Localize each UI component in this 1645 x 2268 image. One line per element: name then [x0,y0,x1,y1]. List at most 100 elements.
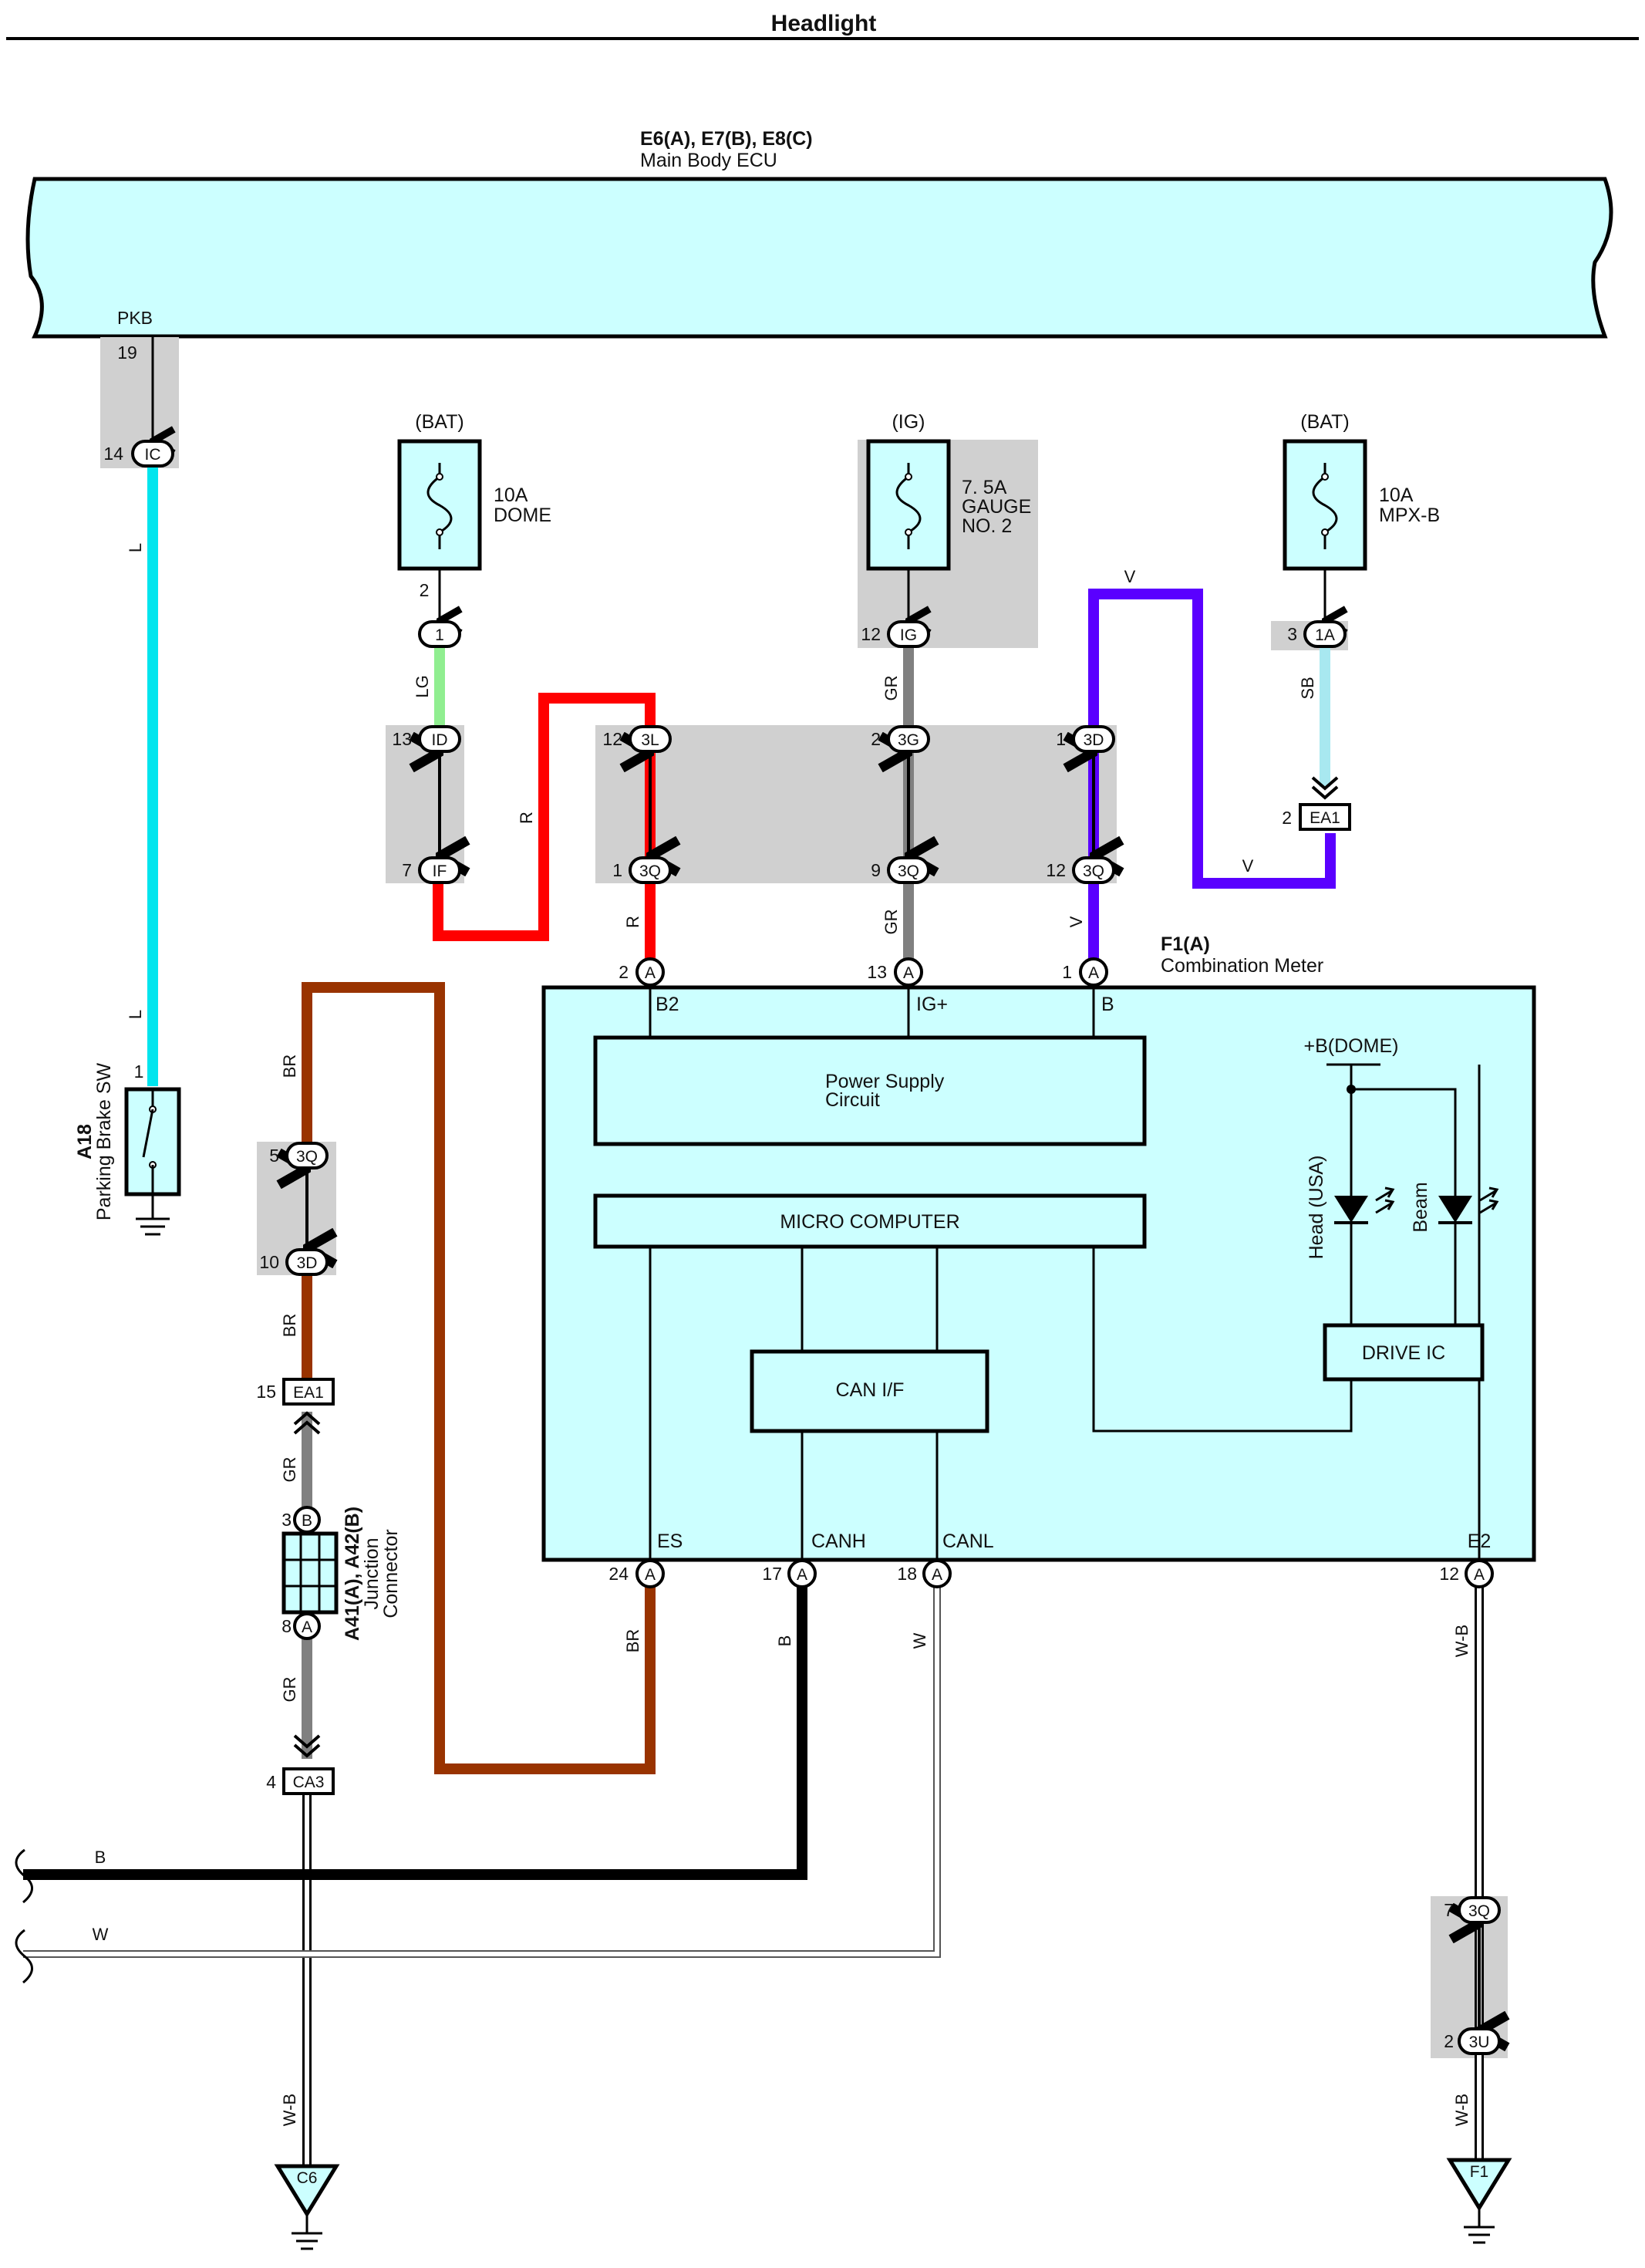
connector-label: IG [900,626,917,644]
connector-label: 3Q [1468,1902,1490,1920]
pin-number: 1 [1062,962,1072,982]
connector-3q-7: 7 3Q [1444,1896,1501,1924]
meter-port: E2 [1468,1531,1492,1552]
connector-label: A [1474,1566,1485,1584]
wire-label: BR [623,1629,642,1653]
pin-number: 12 [602,729,622,749]
connector-label: 3Q [296,1148,318,1166]
wire-canh-b [23,1574,807,1880]
wire-label: B [775,1635,794,1647]
connector-label: 3G [898,731,919,749]
meter-port: B2 [656,994,679,1015]
connector-label: 3D [1084,731,1104,749]
parking-brake-switch: 1 A18 Parking Brake SW [74,1061,181,1236]
drive-ic-label: DRIVE IC [1362,1342,1445,1364]
meter-port: CANL [942,1531,994,1552]
connector-label: IC [145,446,161,464]
pin-number: 12 [1439,1564,1459,1584]
connector-label: A [1088,964,1099,982]
pin-number: 2 [619,962,629,982]
meter-name: Combination Meter [1161,955,1323,977]
fuse-rating: 10A [494,484,528,506]
pin-number: 1 [612,860,622,880]
wire-label: W [93,1925,109,1944]
pin-number: 2 [1444,2031,1454,2051]
wire-label: GR [280,1677,299,1703]
wire-label: R [623,916,642,928]
pin-number: 13 [867,962,887,982]
main-body-ecu-box [25,177,1613,339]
wire-label: L [126,1010,145,1019]
wire-label: W-B [280,2094,299,2126]
connector-3q-1: 1 3Q [612,856,672,884]
connector-label: A [797,1566,807,1584]
wire-label: V [1242,856,1254,876]
can-if-label: CAN I/F [836,1379,905,1401]
connector-label: ID [432,731,448,749]
pin-number: 9 [871,860,881,880]
connector-if: 7 IF [402,856,461,884]
connector-ea1-15: 15 EA1 [256,1378,335,1435]
bus-break-w [15,1929,33,1984]
power-supply-label2: Circuit [825,1089,880,1111]
meter-code: F1(A) [1161,933,1210,955]
wire-br-loop [302,982,656,1774]
shade-3l-3q [595,725,1117,883]
junction-name: Junction [361,1537,383,1609]
fuse-name2: NO. 2 [962,515,1012,537]
ground-c6: C6 [274,2164,340,2250]
meter-pin-e2: 12 A [1439,1559,1494,1588]
wire-label: W-B [1452,2094,1471,2126]
connector-label: 1A [1315,626,1335,644]
led-head-icon [1334,1186,1395,1224]
wire-label: BR [280,1055,299,1078]
connector-label: 3U [1469,2033,1490,2051]
wire-label: LG [413,675,432,697]
pin-number: 10 [259,1252,279,1272]
wire-label: GR [881,910,901,935]
junction-name2: Connector [380,1529,402,1618]
connector-ca3: 4 CA3 [266,1734,335,1795]
meter-internal-lines [649,987,1481,1560]
can-if-block [750,1349,989,1433]
wire-label: R [517,812,536,824]
fuse-source: (BAT) [415,411,463,433]
meter-port: IG+ [916,994,948,1015]
connector-label: 3Q [1083,862,1104,880]
ecu-pkb-label: PKB [117,308,153,328]
meter-pin-b2: 2 A [619,957,665,987]
connector-label: A [645,1566,656,1584]
connector-3g: 2 3G [871,725,930,753]
drive-ic-block [1323,1323,1485,1382]
connector-label: A [932,1566,942,1584]
fuse-source: (BAT) [1300,411,1349,433]
connector-ic: 14 IC [103,440,174,467]
wire-label: GR [881,676,901,701]
meter-pin-es: 24 A [608,1559,665,1588]
pin-number: 8 [281,1616,292,1636]
ground-label: C6 [297,2169,318,2187]
wire-violet [1088,589,1336,970]
wire-label: W-B [1452,1625,1471,1657]
fuse-dome: (BAT) 10A DOME [397,411,551,571]
pin-number: 14 [103,444,123,464]
pin-number: 13 [392,729,412,749]
ecu-name: Main Body ECU [640,150,777,171]
bus-break-b [15,1848,33,1904]
micro-computer [593,1193,1147,1249]
meter-pin-canl: 18 A [897,1559,952,1588]
fuse-name: MPX-B [1379,505,1440,526]
micro-computer-label: MICRO COMPUTER [780,1211,959,1233]
switch-code: A18 [74,1124,96,1159]
pin-number: 7 [402,860,412,880]
meter-pin-ig: 13 A [867,957,923,987]
fuse-rating: 10A [1379,484,1414,506]
connector-label: 3Q [898,862,919,880]
pin-number: 2 [1282,808,1292,828]
led-beam-icon [1438,1186,1499,1224]
pin-number: 3 [1287,624,1297,644]
wire-canl-w-core [23,1574,939,1956]
connector-label: A [903,964,914,982]
junction-dot [1347,1085,1356,1094]
fuse-rating: 7. 5A [962,477,1007,498]
